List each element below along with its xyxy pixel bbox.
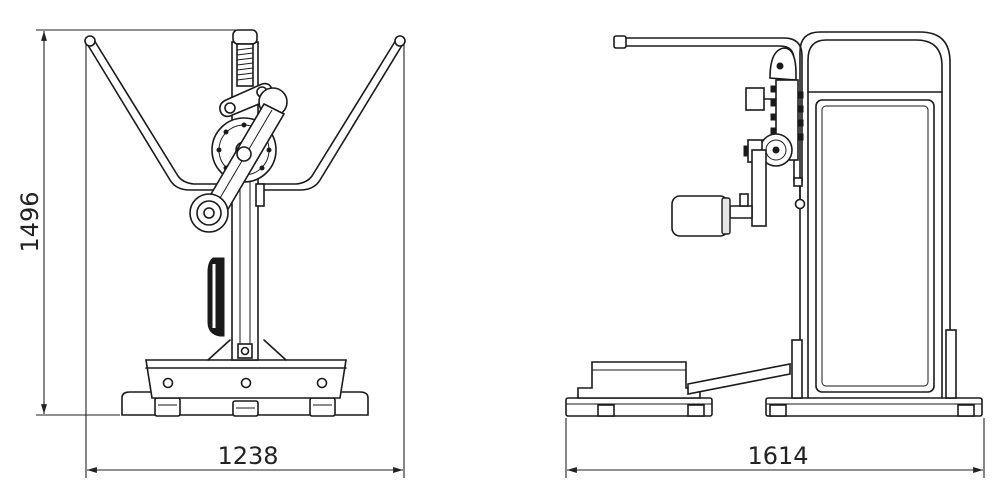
dimension-height: [36, 29, 238, 416]
side-counter-box: [745, 87, 765, 111]
front-view: [84, 29, 406, 417]
side-base-rear: [765, 397, 983, 417]
dimension-side-length-label: 1614: [747, 442, 808, 470]
front-foot-left: [154, 397, 181, 417]
column-handle: [207, 257, 225, 337]
side-handlebar: [615, 37, 803, 183]
column-cap: [232, 29, 258, 45]
platform-bolt-left: [162, 377, 174, 389]
side-foot-platform: [577, 361, 701, 399]
side-view: [565, 31, 983, 417]
back-pad: [815, 99, 935, 393]
side-pad-arm: [751, 149, 767, 227]
platform-bolt-right: [316, 377, 328, 389]
dimension-front-width-label: 1238: [217, 442, 278, 470]
dimension-front-width: [85, 44, 405, 478]
dimension-height-label: 1496: [16, 191, 44, 252]
front-left-arm: [85, 41, 233, 191]
front-right-arm: [257, 41, 405, 191]
side-main-frame: [799, 31, 951, 399]
side-pivot-head: [769, 47, 797, 81]
platform-bolt-mid: [240, 377, 252, 389]
side-roller-pad: [671, 195, 729, 237]
dimension-side-length: [565, 418, 985, 478]
front-foot-right: [309, 397, 336, 417]
side-diagonal-tube: [687, 363, 791, 395]
